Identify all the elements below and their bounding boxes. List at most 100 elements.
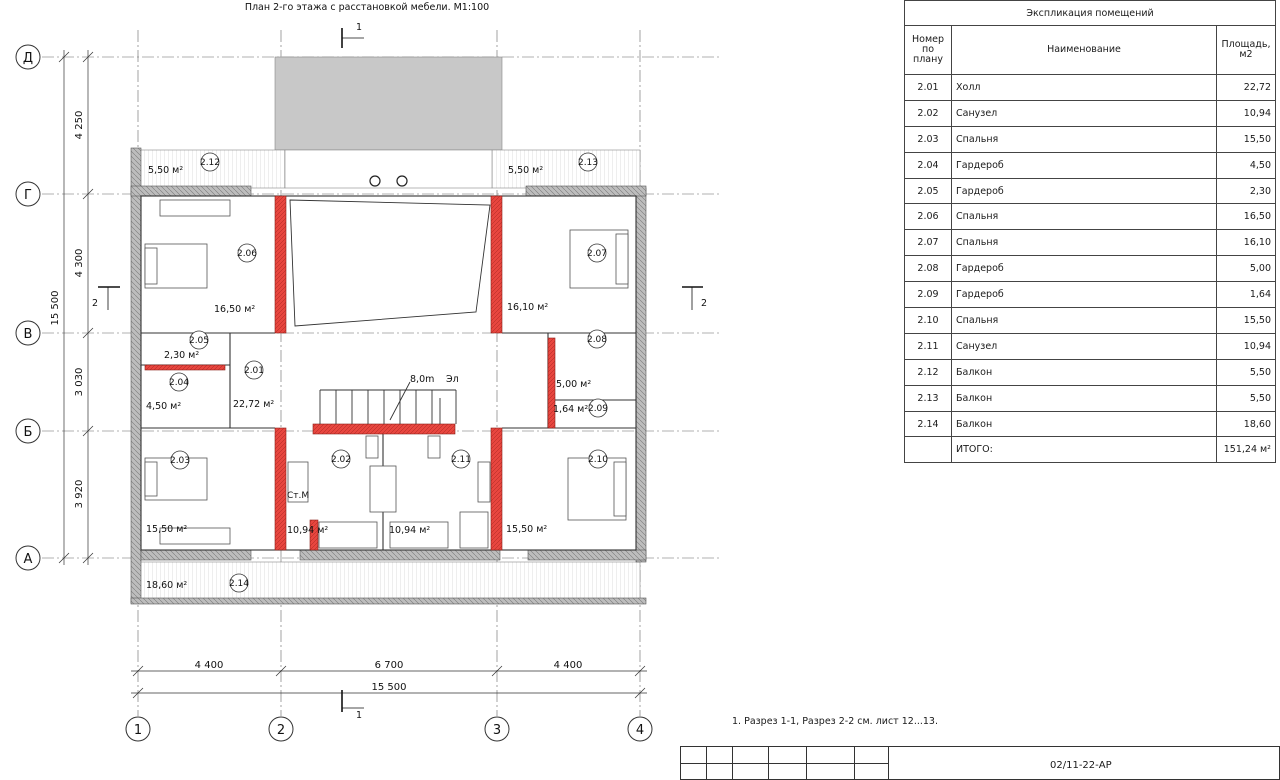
- grid-col-bubbles: 1 2 3 4: [125, 716, 653, 742]
- cell-area: 4,50: [1216, 151, 1276, 179]
- cell-name: Гардероб: [951, 177, 1217, 205]
- balcony-2-14: [137, 561, 641, 603]
- svg-text:2.06: 2.06: [237, 249, 257, 259]
- svg-text:В: В: [24, 327, 33, 342]
- svg-text:2: 2: [277, 723, 285, 738]
- cell-name: Спальня: [951, 307, 1217, 334]
- svg-text:2.03: 2.03: [170, 456, 190, 466]
- svg-text:2.04: 2.04: [169, 378, 189, 388]
- svg-text:10,94 м²: 10,94 м²: [389, 525, 430, 536]
- cell-num: 2.06: [904, 203, 952, 231]
- svg-text:2.02: 2.02: [331, 455, 351, 465]
- plan-title: План 2-го этажа с расстановкой мебели. М…: [245, 2, 489, 13]
- svg-text:15 500: 15 500: [372, 682, 407, 693]
- cell-area: 16,10: [1216, 229, 1276, 257]
- svg-text:8,0m: 8,0m: [410, 374, 434, 385]
- floor-plan-drawing: План 2-го этажа с расстановкой мебели. М…: [15, 2, 720, 742]
- vertical-dimensions: [58, 50, 94, 565]
- horizontal-dimensions: [131, 665, 647, 699]
- cell-num: 2.14: [904, 410, 952, 438]
- svg-text:18,60 м²: 18,60 м²: [146, 580, 187, 591]
- svg-text:2.12: 2.12: [200, 158, 220, 168]
- cell-name: Санузел: [951, 332, 1217, 360]
- load-bearing-walls: [144, 195, 556, 551]
- svg-text:5,50 м²: 5,50 м²: [148, 165, 183, 176]
- roof-void: [274, 56, 503, 151]
- cell-area: 5,00: [1216, 255, 1276, 283]
- svg-text:2.11: 2.11: [451, 455, 471, 465]
- svg-text:2.01: 2.01: [244, 366, 264, 376]
- svg-text:4: 4: [636, 723, 644, 738]
- stairwell: [289, 199, 491, 424]
- cell-area: 5,50: [1216, 384, 1276, 412]
- cell-name: Гардероб: [951, 281, 1217, 309]
- cell-num: 2.13: [904, 384, 952, 412]
- cell-num: 2.12: [904, 358, 952, 386]
- cell-num: 2.11: [904, 332, 952, 360]
- explication-title: Экспликация помещений: [904, 0, 1276, 26]
- cell-num: 2.09: [904, 281, 952, 309]
- cell-area: 1,64: [1216, 281, 1276, 309]
- svg-text:2.08: 2.08: [587, 335, 607, 345]
- cell-num: 2.10: [904, 307, 952, 334]
- svg-text:16,10 м²: 16,10 м²: [507, 302, 548, 313]
- cell-num: 2.07: [904, 229, 952, 257]
- svg-text:4 250: 4 250: [74, 111, 85, 140]
- svg-text:22,72 м²: 22,72 м²: [233, 399, 274, 410]
- cell-area: 2,30: [1216, 177, 1276, 205]
- svg-text:6 700: 6 700: [375, 660, 404, 671]
- explication-table: Экспликация помещений Номер по плану Наи…: [904, 0, 1276, 464]
- svg-text:1: 1: [356, 22, 362, 33]
- svg-text:2.14: 2.14: [229, 579, 249, 589]
- drawing-code: 02/11-22-АР: [1050, 760, 1112, 771]
- cell-name: Гардероб: [951, 255, 1217, 283]
- svg-text:Г: Г: [24, 188, 32, 203]
- svg-text:3 920: 3 920: [74, 480, 85, 509]
- cell-num: 2.08: [904, 255, 952, 283]
- svg-text:15,50 м²: 15,50 м²: [506, 524, 547, 535]
- explication-total-row: ИТОГО: 151,24 м²: [904, 436, 1276, 464]
- cell-num: 2.04: [904, 151, 952, 179]
- note-text: 1. Разрез 1-1, Разрез 2-2 см. лист 12...…: [732, 716, 938, 727]
- exterior-walls: [130, 147, 647, 605]
- cell-name: Балкон: [951, 358, 1217, 386]
- cell-area: 22,72: [1216, 74, 1276, 101]
- svg-text:А: А: [24, 552, 33, 567]
- section-mark-1-top: [341, 28, 364, 48]
- svg-text:Ст.М: Ст.М: [287, 491, 309, 501]
- cell-num: 2.02: [904, 99, 952, 127]
- svg-text:3: 3: [493, 723, 501, 738]
- svg-text:4,50 м²: 4,50 м²: [146, 401, 181, 412]
- svg-text:2.13: 2.13: [578, 158, 598, 168]
- svg-text:5,50 м²: 5,50 м²: [508, 165, 543, 176]
- svg-text:10,94 м²: 10,94 м²: [287, 525, 328, 536]
- svg-text:2.10: 2.10: [588, 455, 608, 465]
- svg-text:15,50 м²: 15,50 м²: [146, 524, 187, 535]
- cell-num: 2.03: [904, 125, 952, 153]
- svg-text:2: 2: [92, 298, 98, 309]
- cell-area: 18,60: [1216, 410, 1276, 438]
- svg-text:1: 1: [356, 710, 362, 721]
- svg-text:5,00 м²: 5,00 м²: [556, 379, 591, 390]
- cell-area: 10,94: [1216, 99, 1276, 127]
- cell-name: Балкон: [951, 384, 1217, 412]
- col-area-header: Площадь, м2: [1216, 25, 1276, 75]
- svg-text:Д: Д: [23, 51, 33, 66]
- section-mark-2-left: [98, 286, 120, 310]
- cell-name: Гардероб: [951, 151, 1217, 179]
- svg-text:2.07: 2.07: [587, 249, 607, 259]
- grid-row-bubbles: Д Г В Б А: [15, 44, 41, 571]
- col-name-header: Наименование: [951, 25, 1217, 75]
- svg-text:2,30 м²: 2,30 м²: [164, 350, 199, 361]
